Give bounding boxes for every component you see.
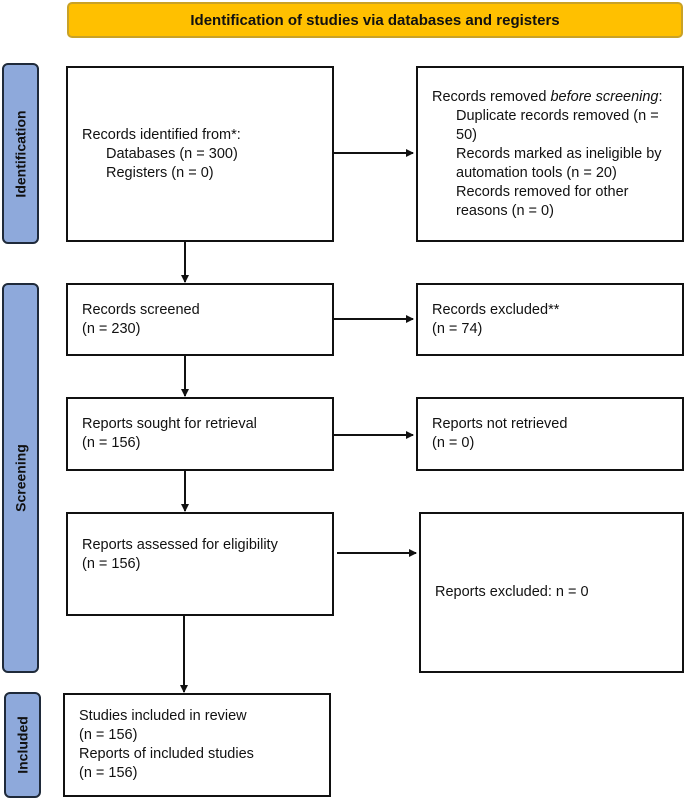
box-line: Reports excluded: n = 0: [435, 584, 589, 600]
box-line: (n = 74): [432, 320, 483, 337]
box-line: Records removed for other reasons (n = 0…: [456, 183, 629, 219]
box-line: (n = 230): [82, 320, 141, 337]
phase-identification: Identification: [2, 63, 39, 244]
box-line: Registers (n = 0): [106, 164, 214, 181]
box-line: Duplicate records removed (n = 50): [456, 107, 659, 143]
box-line: Reports sought for retrieval: [82, 416, 257, 432]
header-title: Identification of studies via databases …: [190, 11, 560, 29]
title-emphasis: before screening: [550, 88, 659, 105]
box-line: Records excluded**: [432, 301, 560, 318]
box-line: (n = 156): [79, 727, 138, 743]
box-line: Records screened: [82, 301, 200, 318]
box-records-removed: Records removed before screening: Duplic…: [416, 66, 684, 242]
box-reports-assessed: Reports assessed for eligibility (n = 15…: [66, 512, 334, 616]
box-line: Reports not retrieved: [432, 416, 568, 432]
box-records-excluded: Records excluded** (n = 74): [416, 283, 684, 356]
box-line: (n = 156): [82, 435, 141, 451]
box-line: (n = 156): [82, 556, 141, 572]
box-title: Records identified from*:: [82, 126, 241, 143]
box-reports-excluded: Reports excluded: n = 0: [419, 512, 684, 673]
box-line: Reports of included studies: [79, 746, 254, 762]
box-reports-not-retrieved: Reports not retrieved (n = 0): [416, 397, 684, 471]
phase-included: Included: [4, 692, 41, 798]
title-part: :: [658, 88, 663, 105]
header-banner: Identification of studies via databases …: [67, 2, 683, 38]
box-line: (n = 0): [432, 435, 475, 451]
box-records-identified: Records identified from*: Databases (n =…: [66, 66, 334, 242]
box-line: Reports assessed for eligibility: [82, 537, 278, 553]
box-title: Records removed before screening:: [432, 88, 668, 107]
phase-screening: Screening: [2, 283, 39, 673]
box-studies-included: Studies included in review (n = 156) Rep…: [63, 693, 331, 797]
box-records-screened: Records screened (n = 230): [66, 283, 334, 356]
box-line: Studies included in review: [79, 708, 247, 724]
title-part: Records removed: [432, 88, 551, 105]
box-line: Databases (n = 300): [106, 145, 238, 162]
box-line: (n = 156): [79, 765, 138, 781]
box-reports-sought: Reports sought for retrieval (n = 156): [66, 397, 334, 471]
box-line: Records marked as ineligible by automati…: [456, 145, 662, 181]
